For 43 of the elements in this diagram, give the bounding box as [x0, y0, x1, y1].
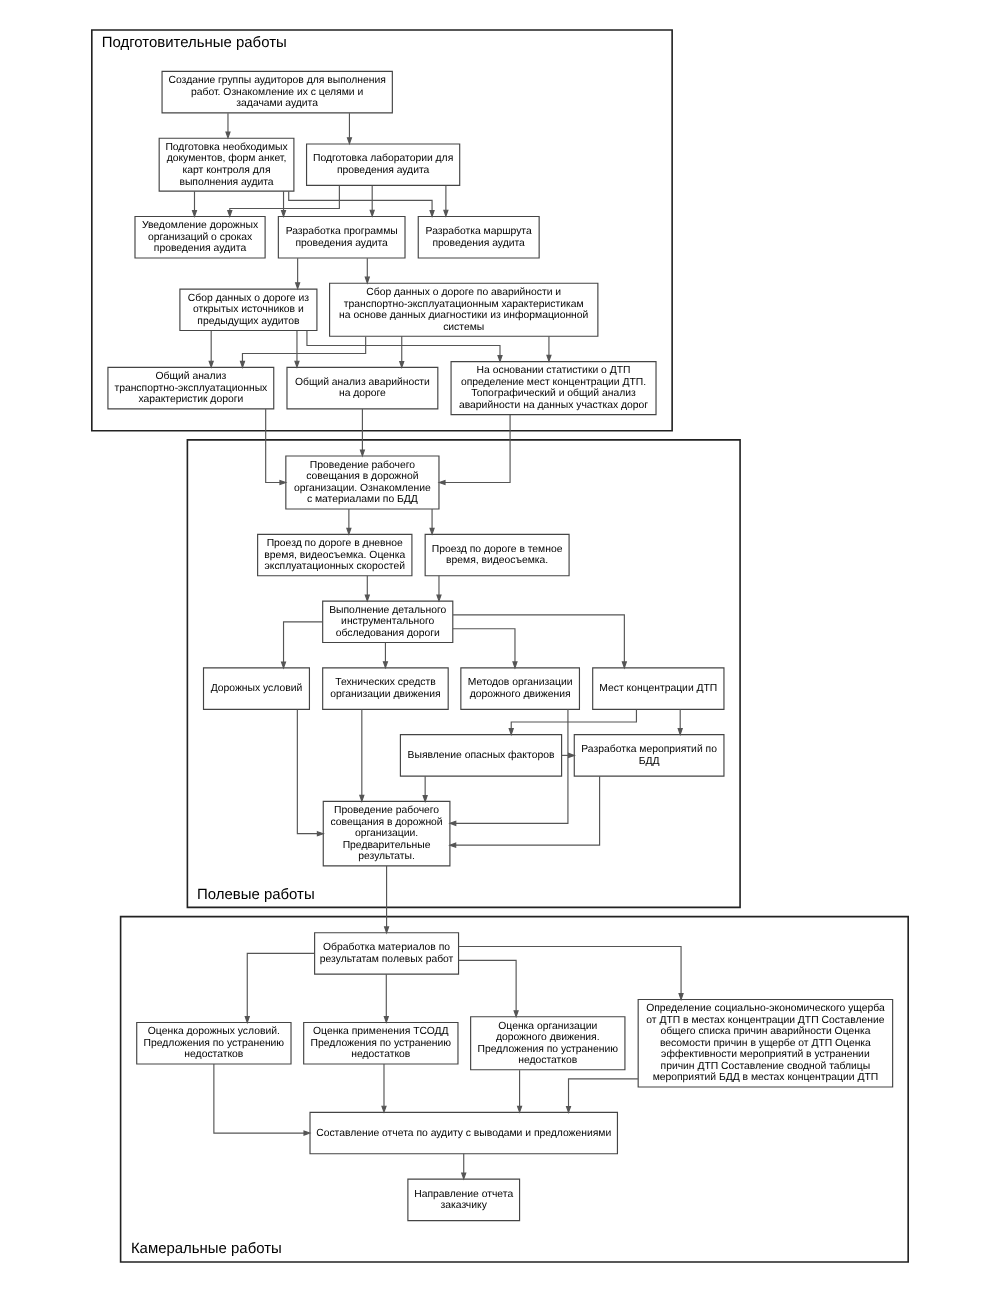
arrow: [294, 330, 300, 369]
arrow: [225, 112, 231, 140]
arrow: [364, 257, 371, 285]
arrow: [294, 257, 301, 291]
arrow: [546, 335, 552, 363]
arrow: [296, 708, 325, 837]
arrow: [383, 865, 390, 935]
arrow: [226, 184, 340, 219]
arrow: [213, 1063, 312, 1136]
arrow: [565, 1078, 639, 1114]
arrow: [280, 621, 324, 670]
arrow: [448, 775, 601, 848]
arrow: [364, 575, 371, 603]
arrow: [437, 414, 511, 486]
arrow: [346, 508, 352, 536]
arrow: [208, 330, 214, 369]
arrow: [359, 408, 366, 458]
arrow: [458, 945, 684, 1002]
arrow: [369, 185, 376, 218]
arrow: [382, 642, 389, 670]
arrow: [306, 329, 503, 364]
arrow: [280, 190, 287, 219]
arrow: [443, 185, 449, 218]
arrow: [436, 575, 442, 603]
arrow: [452, 628, 518, 670]
arrow: [191, 190, 198, 219]
arrow: [452, 614, 628, 670]
arrow: [398, 335, 405, 369]
arrow: [288, 190, 435, 218]
arrow: [429, 508, 435, 536]
arrow: [383, 973, 390, 1024]
arrow: [457, 959, 519, 1019]
arrow: [381, 1063, 387, 1114]
arrow: [244, 952, 316, 1025]
arrow: [508, 709, 637, 737]
arrow: [516, 1069, 523, 1114]
arrow: [422, 775, 428, 804]
arrow: [265, 408, 288, 486]
arrow: [460, 1153, 467, 1181]
arrow: [239, 336, 367, 369]
arrow: [677, 708, 683, 737]
arrow: [346, 112, 353, 146]
arrow: [359, 708, 365, 803]
